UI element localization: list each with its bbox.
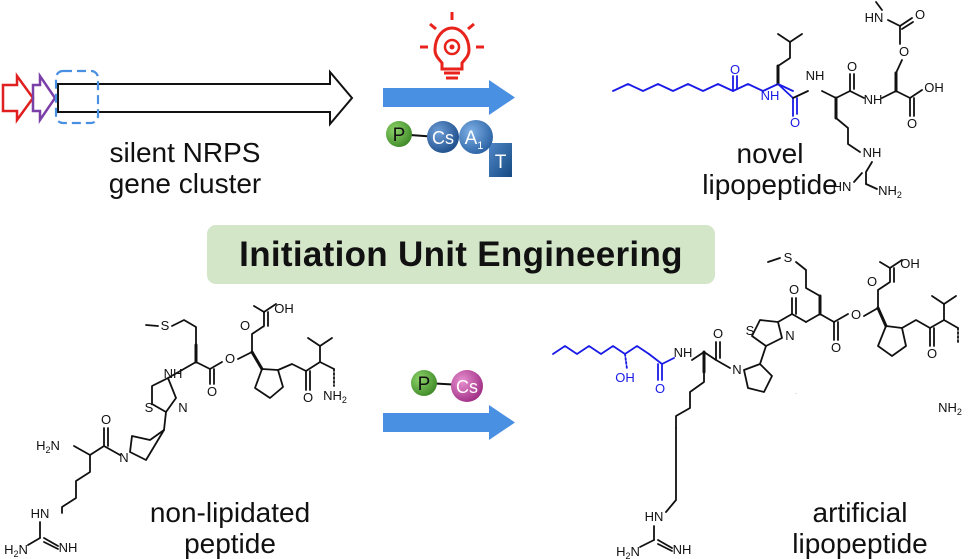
ester-o-c: O [851,307,861,322]
pro2-n-c: N [732,362,741,377]
val-nh2: NH2 [323,388,347,405]
acid-oh: OH [274,301,294,316]
carbamate-hn: HN [865,10,884,25]
arg-carbonyl-o-b: O [101,412,111,427]
novel-lipopeptide-caption: novel lipopeptide [680,138,860,200]
carbamate-o: O [915,7,925,22]
novel-lipopeptide-structure: O NH O NH O NH HN NH2 NH O O [612,1,944,200]
artificial-lipopeptide-caption-line2: lipopeptide [792,528,928,559]
cs-domain [427,121,459,153]
non-lipidated-caption-line1: non-lipidated [149,497,311,528]
thz-carbonyl-o: O [789,282,799,297]
t-domain-label: T [495,152,507,173]
pro-n: N [286,372,287,374]
arg-carbonyl-o: O [847,59,857,74]
arg-side-hn: HN [31,506,50,521]
leu-carbonyl-o: O [790,115,800,130]
thiazole-s-c: S [746,323,755,338]
cs-domain-label: Cs [432,128,454,148]
red-gene-arrow [1,72,35,124]
acid-o: O [240,318,250,333]
p-domain-label: P [393,125,406,146]
banner-title: Initiation Unit Engineering [239,234,683,274]
arg-h2n-c: H2N [616,544,640,559]
arg-carbonyl-o-c: O [713,326,723,341]
top-reaction-arrow [383,80,515,115]
arg-nh-b: NH [59,540,78,555]
acid-oh-c: OH [900,256,920,271]
lipid-carbonyl-o: O [730,62,740,77]
non-lipidated-caption-line2: peptide [184,528,276,559]
arg-side-hn-c: HN [645,509,664,524]
amide-nh-c2: NH [795,393,797,395]
silent-gene-cluster [1,69,354,127]
amide-nh-1: NH [761,88,780,103]
p-domain-bottom-label: P [418,374,431,395]
amide-nh-c1: NH [674,345,693,360]
lipid-oh: OH [615,370,635,385]
pro2-n: N [119,450,128,465]
ester-o: O [225,351,235,366]
val-carbonyl-o: O [303,390,313,405]
initiation-module-domains: T P Cs A1 [386,120,512,177]
arg-nh-c: NH [673,542,692,557]
amide-nh-2: NH [806,68,825,83]
non-lipidated-caption: non-lipidated peptide [120,497,340,559]
val-nh2-c: NH2 [938,400,962,417]
cs-domain-bottom [451,370,483,402]
amide-nh-3: NH [864,92,883,107]
arg-nh2: NH2 [878,183,902,200]
lipid-carbonyl-o-b: O [655,381,665,396]
artificial-lipopeptide-structure: OH O NH O HN NH H2N N S N O NH S [552,250,962,559]
novel-lipopeptide-caption-line1: novel [736,138,804,169]
starter-cs-domains: P Cs [411,370,483,402]
met-carbonyl-o: O [207,384,217,399]
artificial-lipopeptide-caption: artificial lipopeptide [760,497,960,559]
nrps-gene-arrow [57,69,354,127]
thiazole-n: N [178,400,187,415]
a-domain [459,120,493,154]
thiazole-s: S [145,400,154,415]
acid-carbonyl-o: O [264,327,265,329]
purple-gene-arrow [31,71,57,125]
cs-domain-bottom-label: Cs [456,377,478,397]
lightbulb-icon [420,12,484,80]
arg-alpha-h2n: H2N [36,438,60,455]
met-s-c: S [784,250,793,265]
initiation-unit-engineering-banner: Initiation Unit Engineering [207,225,715,284]
val-carbonyl-o-c: O [927,346,937,361]
silent-nrps-caption: silent NRPS gene cluster [60,137,310,199]
p-domain [386,121,412,147]
silent-nrps-caption-line1: silent NRPS [109,137,261,168]
met-carbonyl-o-c: O [831,340,841,355]
acid-o-c: O [867,274,877,289]
p-domain-bottom [411,370,437,396]
pro-n-c: N [908,330,909,332]
arg-imine-hn: HN [833,179,852,194]
arg-side-nh: NH [863,145,882,160]
non-lipidated-peptide-structure: S NH O O O OH O N O NH2 S N [4,301,347,559]
promoter-dashed-box [54,69,100,125]
arg-h2n-b: H2N [4,542,28,559]
thiazole-n-c: N [785,328,794,343]
ser-ester-o: O [899,44,909,59]
t-domain [489,143,512,177]
silent-nrps-caption-line2: gene cluster [108,168,262,199]
ser-acid-oh: OH [924,80,944,95]
a-domain-label: A1 [465,128,484,152]
ser-carbonyl-o: O [907,116,917,131]
novel-lipopeptide-caption-line2: lipopeptide [702,169,838,200]
met-s: S [161,318,170,333]
artificial-lipopeptide-caption-line1: artificial [812,497,908,528]
bottom-reaction-arrow [383,405,515,440]
